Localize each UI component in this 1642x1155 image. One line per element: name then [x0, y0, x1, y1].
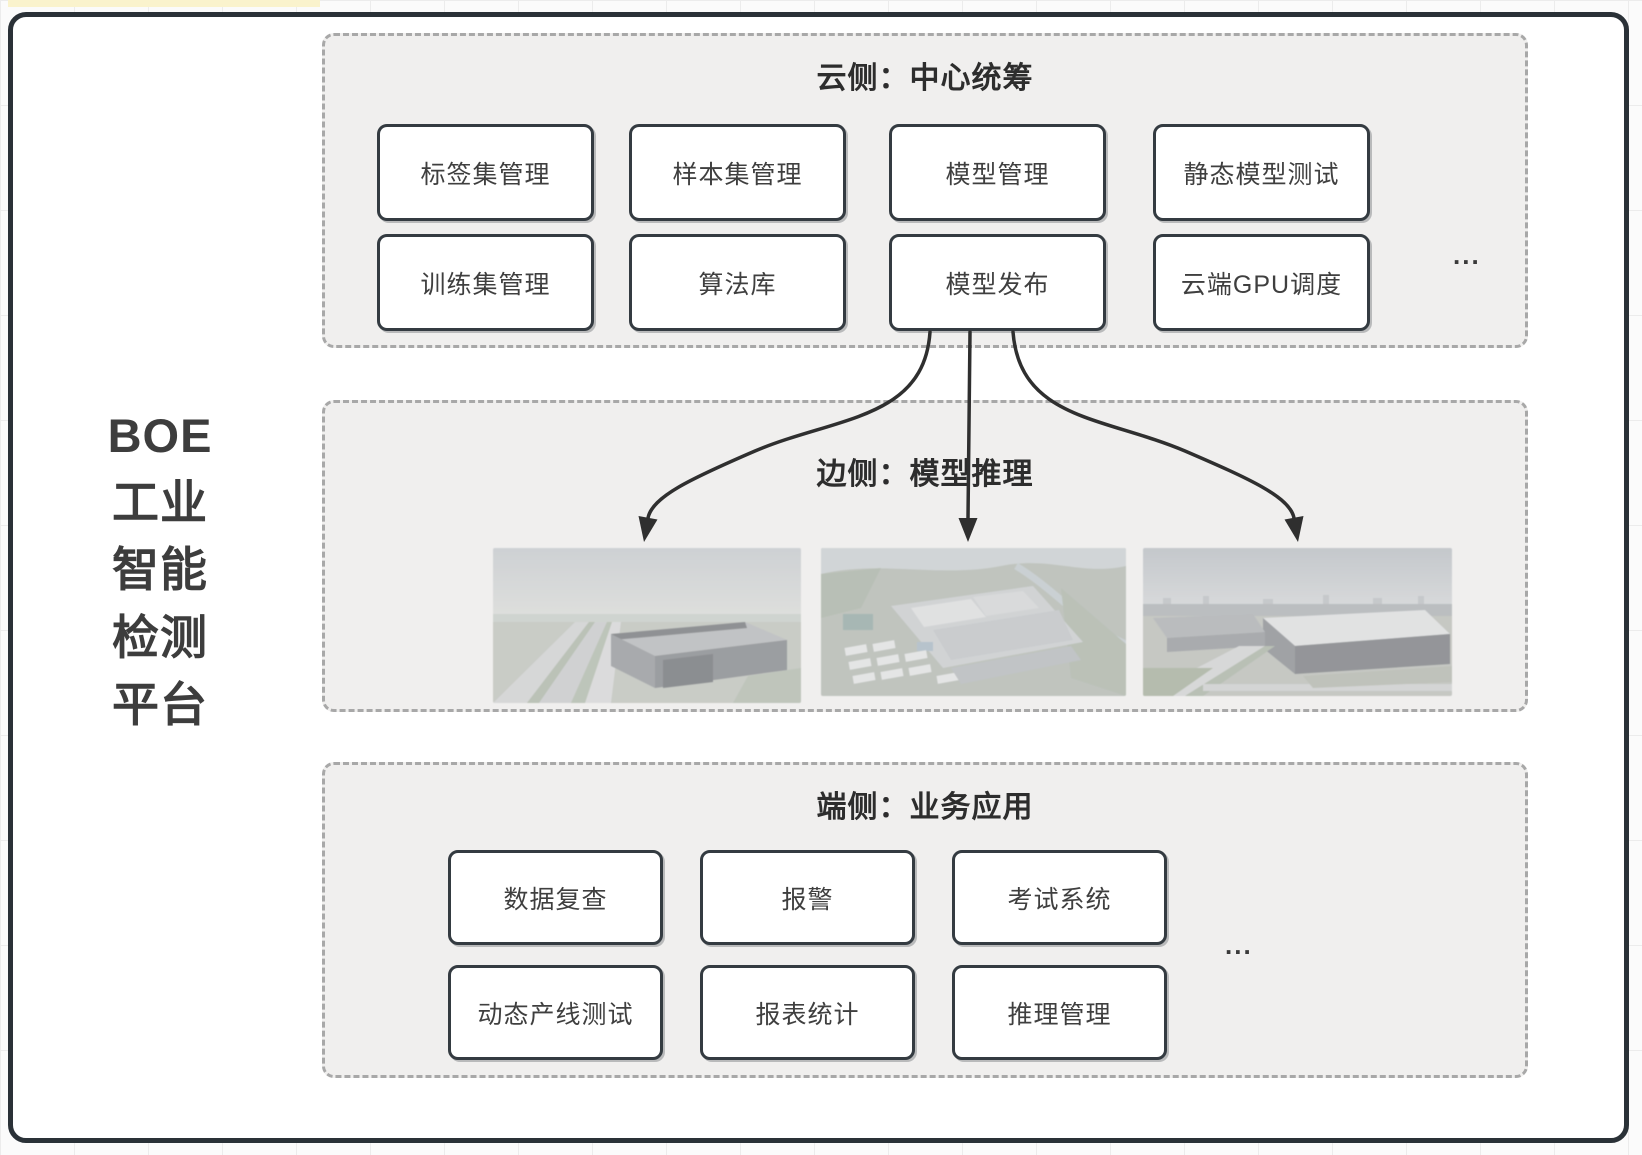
node-exam-system: 考试系统 [952, 850, 1167, 945]
factory-aerial-photo-2 [821, 548, 1126, 696]
cloud-ellipsis: ... [1453, 240, 1481, 270]
section-edge: 边侧：模型推理 [322, 400, 1528, 712]
node-data-recheck: 数据复查 [448, 850, 663, 945]
section-edge-title: 边侧：模型推理 [816, 458, 1034, 491]
node-label-set-mgmt: 标签集管理 [377, 124, 594, 221]
node-inference-mgmt: 推理管理 [952, 965, 1167, 1060]
node-dynamic-line-test: 动态产线测试 [448, 965, 663, 1060]
node-algorithm-library: 算法库 [629, 234, 846, 331]
section-cloud-title: 云侧：中心统筹 [816, 62, 1034, 95]
factory-aerial-photo-1 [493, 548, 801, 703]
terminal-ellipsis: ... [1225, 930, 1253, 960]
section-terminal: 端侧：业务应用 数据复查 报警 考试系统 动态产线测试 报表统计 推理管理 ..… [322, 762, 1528, 1078]
node-alarm: 报警 [700, 850, 915, 945]
platform-title: BOE 工业 智能 检测 平台 [107, 409, 213, 731]
top-highlight-strip [8, 0, 320, 7]
node-sample-set-mgmt: 样本集管理 [629, 124, 846, 221]
node-training-set-mgmt: 训练集管理 [377, 234, 594, 331]
node-report-statistics: 报表统计 [700, 965, 915, 1060]
node-model-mgmt: 模型管理 [889, 124, 1106, 221]
node-cloud-gpu-schedule: 云端GPU调度 [1153, 234, 1370, 331]
section-cloud: 云侧：中心统筹 标签集管理 样本集管理 模型管理 静态模型测试 训练集管理 算法… [322, 33, 1528, 348]
node-static-model-test: 静态模型测试 [1153, 124, 1370, 221]
section-terminal-title: 端侧：业务应用 [816, 791, 1034, 824]
node-model-release: 模型发布 [889, 234, 1106, 331]
factory-aerial-photo-3 [1143, 548, 1452, 696]
